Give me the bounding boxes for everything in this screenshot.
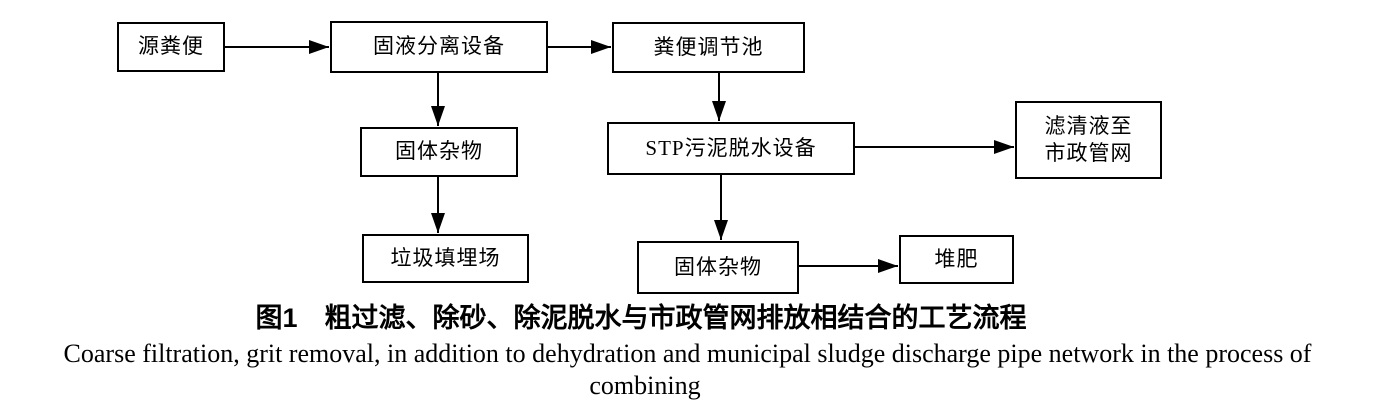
figure-caption-en-line1: Coarse filtration, grit removal, in addi… (63, 339, 1312, 368)
node-filtrate-line1: 滤清液至 (1044, 113, 1133, 138)
node-solid-liquid-separator-label: 固液分离设备 (373, 34, 505, 59)
node-filtrate-line2: 市政管网 (1044, 141, 1133, 165)
figure-caption-en-line2: combining (589, 371, 701, 400)
figure-caption-zh: 图1 粗过滤、除砂、除泥脱水与市政管网排放相结合的工艺流程 (255, 303, 1027, 333)
node-stp-dewatering-label: STP污泥脱水设备 (645, 135, 817, 160)
node-regulating-pool-label: 粪便调节池 (653, 34, 764, 59)
node-regulating-pool: 粪便调节池 (612, 22, 805, 73)
node-solid-debris-top: 固体杂物 (360, 127, 518, 177)
node-source-feces: 源粪便 (117, 22, 225, 72)
node-solid-debris-top-label: 固体杂物 (395, 139, 483, 164)
node-solid-debris-bottom: 固体杂物 (637, 241, 799, 294)
node-compost: 堆肥 (899, 235, 1014, 284)
node-source-feces-label: 源粪便 (138, 34, 204, 59)
node-solid-liquid-separator: 固液分离设备 (330, 21, 548, 73)
node-filtrate-to-network: 滤清液至 市政管网 (1015, 101, 1162, 179)
node-stp-dewatering: STP污泥脱水设备 (607, 122, 855, 175)
node-solid-debris-bottom-label: 固体杂物 (674, 254, 762, 279)
node-compost-label: 堆肥 (934, 246, 979, 271)
node-landfill-label: 垃圾填埋场 (390, 245, 501, 270)
node-landfill: 垃圾填埋场 (362, 234, 529, 283)
